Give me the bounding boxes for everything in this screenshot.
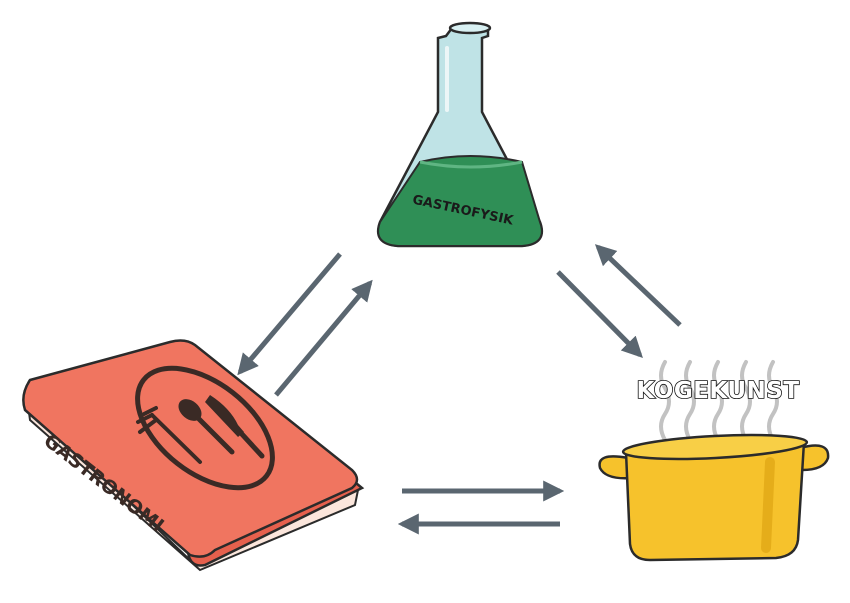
- arrow-pot-to-flask: [594, 244, 682, 327]
- arrow-flask-to-pot: [556, 270, 643, 358]
- fork-icon: [136, 406, 202, 464]
- cooking-pot-icon: [598, 360, 830, 562]
- flask-node: GASTROFYSIK: [376, 21, 544, 248]
- arrows: [237, 244, 682, 535]
- book-node: GASTRONOMI: [22, 339, 365, 572]
- steam-icon: [659, 360, 779, 442]
- flask-icon: [376, 21, 544, 248]
- spoon-icon: [178, 399, 235, 455]
- book-icon: [22, 339, 365, 572]
- knife-icon: [205, 395, 265, 459]
- pot-node: KOGEKUNST: [598, 360, 830, 562]
- pot-label: KOGEKUNST: [636, 378, 799, 404]
- arrow-book-to-flask: [274, 279, 373, 397]
- arrow-flask-to-book: [237, 252, 342, 376]
